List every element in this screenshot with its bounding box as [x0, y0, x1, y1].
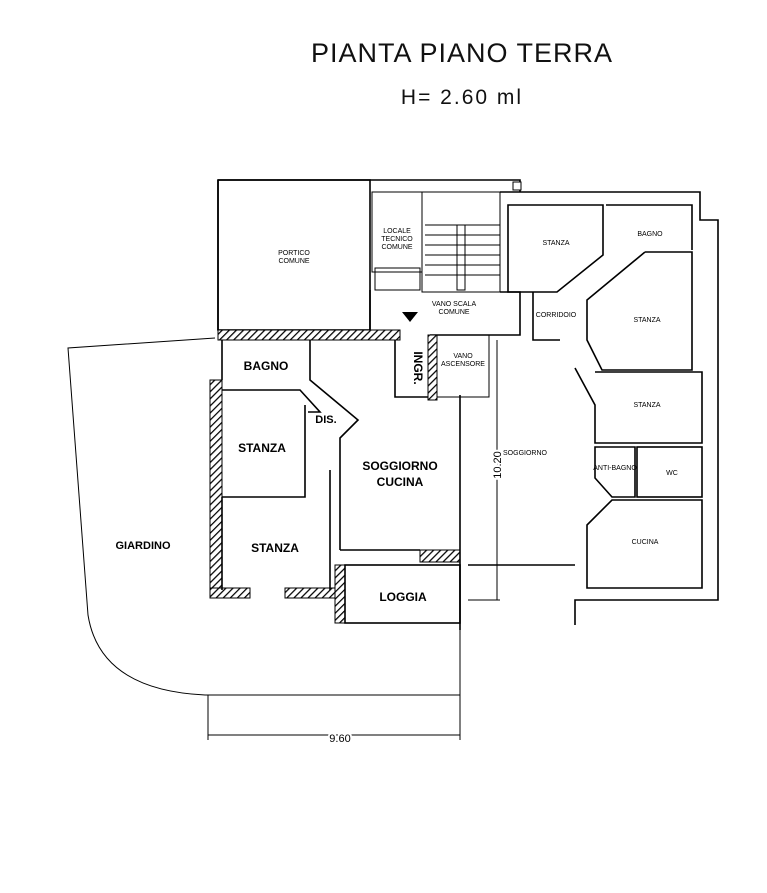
common-areas — [217, 179, 522, 398]
room-label-bagno: BAGNO — [244, 359, 289, 373]
neighbor-apartment — [468, 191, 719, 625]
neighbor-cucina: CUCINA — [632, 539, 659, 546]
locale-tecnico-label-3: COMUNE — [381, 244, 412, 251]
locale-tecnico-label: LOCALE — [383, 228, 411, 235]
room-label-soggiorno: SOGGIORNO — [362, 459, 437, 473]
neighbor-bagno: BAGNO — [637, 231, 663, 238]
room-label-ingresso: INGR. — [411, 351, 425, 384]
dimension-width — [207, 625, 461, 740]
elevator-label-2: ASCENSORE — [441, 361, 485, 368]
garden-label: GIARDINO — [116, 540, 171, 552]
apartment-rooms — [221, 340, 461, 630]
elevator-label: VANO — [453, 353, 473, 360]
neighbor-wc: WC — [666, 470, 678, 477]
neighbor-soggiorno: SOGGIORNO — [503, 450, 548, 457]
locale-tecnico-label-2: TECNICO — [381, 236, 413, 243]
room-label-stanza-2: STANZA — [251, 541, 299, 555]
neighbor-stanza-c: STANZA — [633, 402, 660, 409]
plan-title: PIANTA PIANO TERRA — [310, 38, 614, 68]
room-label-dis: DIS. — [315, 414, 336, 426]
entrance-arrow-icon — [402, 312, 418, 322]
room-label-cucina: CUCINA — [377, 475, 424, 489]
portico-label-2: COMUNE — [278, 258, 309, 265]
neighbor-antibagno: ANTI-BAGNO — [593, 465, 637, 472]
room-label-loggia: LOGGIA — [379, 590, 427, 604]
room-label-stanza-1: STANZA — [238, 441, 286, 455]
stair-label-2: COMUNE — [438, 309, 469, 316]
garden — [67, 337, 460, 696]
dimension-width-label: 9.60 — [329, 733, 350, 745]
dimension-depth — [468, 340, 500, 601]
stair-label: VANO SCALA — [432, 301, 477, 308]
ceiling-height: H= 2.60 ml — [400, 86, 524, 109]
dimension-depth-label: 10.20 — [492, 451, 504, 479]
neighbor-corridoio: CORRIDOIO — [536, 312, 577, 319]
portico-label: PORTICO — [278, 250, 310, 257]
neighbor-stanza-b: STANZA — [633, 317, 660, 324]
neighbor-stanza-a: STANZA — [542, 240, 569, 247]
